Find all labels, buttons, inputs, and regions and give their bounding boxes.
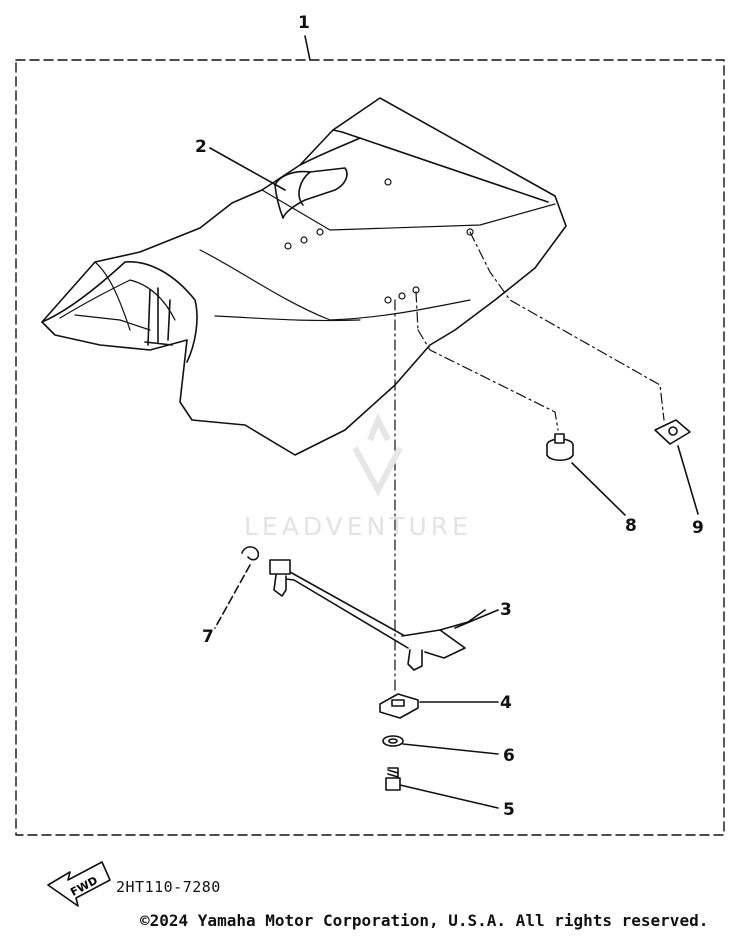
- copyright-notice: ©2024 Yamaha Motor Corporation, U.S.A. A…: [140, 911, 709, 930]
- callout-4: 4: [500, 693, 512, 713]
- callout-3: 3: [500, 600, 512, 620]
- seat: [41, 97, 567, 456]
- clip-nut-part-9: [654, 419, 691, 445]
- callout-5: 5: [503, 800, 515, 820]
- callout-8: 8: [625, 516, 637, 536]
- diagram-code: 2HT110-7280: [116, 878, 221, 896]
- damper-part-8: [546, 433, 574, 462]
- callout-2: 2: [195, 137, 207, 157]
- watermark-logo: [352, 412, 403, 497]
- mounting-holes: [284, 178, 474, 304]
- callout-6: 6: [503, 746, 515, 766]
- bracket-part-4: [379, 693, 419, 719]
- callout-7: 7: [202, 627, 214, 647]
- washer-part-6: [382, 735, 404, 747]
- seat-lock-part-3: [269, 559, 486, 671]
- clip-part-7: [241, 546, 260, 561]
- callout-1: 1: [298, 13, 310, 33]
- watermark-text: LEADVENTURE: [244, 512, 472, 541]
- bolt-part-5: [385, 767, 401, 791]
- callout-9: 9: [692, 518, 704, 538]
- forward-arrow-icon: [47, 861, 111, 907]
- assembly-boundary: [15, 59, 725, 836]
- seat-strap: [274, 167, 348, 219]
